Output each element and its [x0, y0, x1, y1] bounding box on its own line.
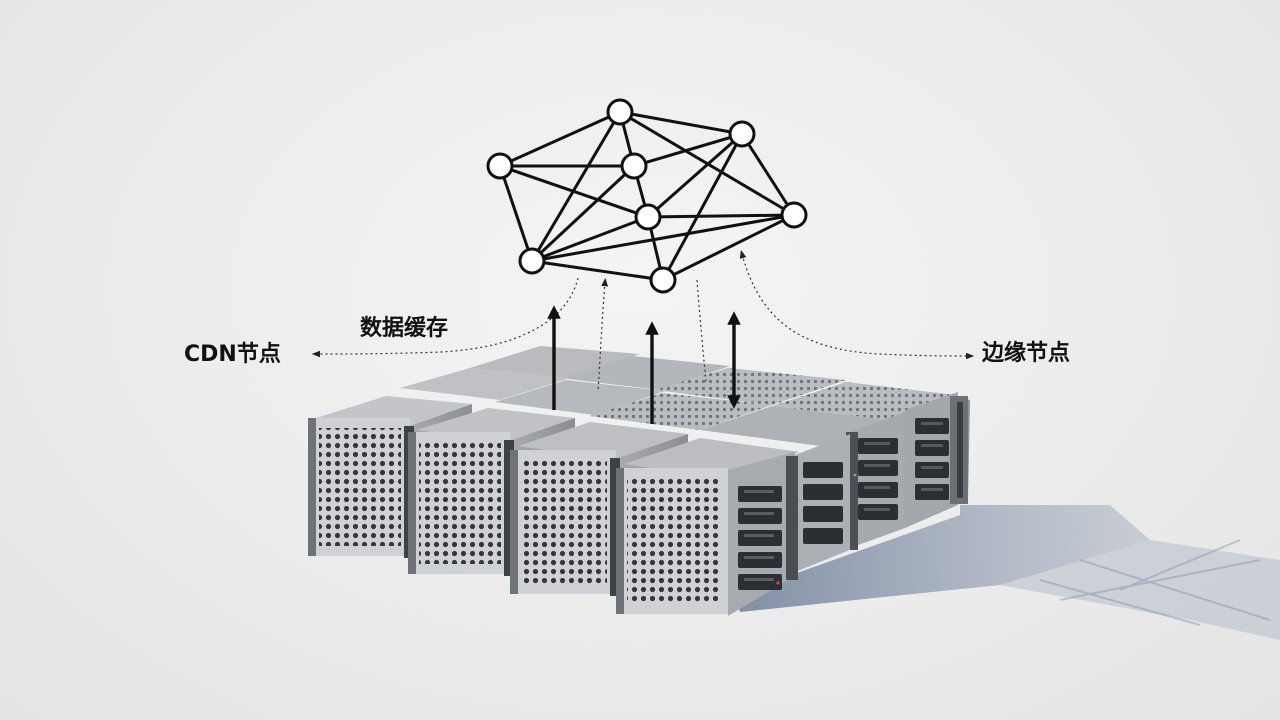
floor-shadow: [735, 505, 1280, 640]
server-rack-right-side: [795, 392, 970, 572]
network-node: [634, 203, 662, 231]
server-rack-front-row: [308, 396, 800, 616]
network-node: [780, 201, 808, 229]
connector-to-cdn-node: [311, 277, 579, 358]
network-node: [606, 98, 634, 126]
network-node: [486, 152, 514, 180]
dashed-connectors: [311, 249, 975, 393]
connector-to-edge-node: [739, 249, 975, 360]
mesh-network-icon: [486, 98, 808, 294]
network-node: [518, 247, 546, 275]
network-node: [620, 152, 648, 180]
network-node: [649, 266, 677, 294]
data-cache-label: 数据缓存: [360, 316, 449, 341]
cdn-node-label: CDN节点: [184, 342, 281, 367]
server-rack-back-row: [400, 346, 956, 446]
network-node: [728, 120, 756, 148]
data-flow-arrows: [547, 305, 741, 424]
edge-node-label: 边缘节点: [982, 341, 1071, 366]
